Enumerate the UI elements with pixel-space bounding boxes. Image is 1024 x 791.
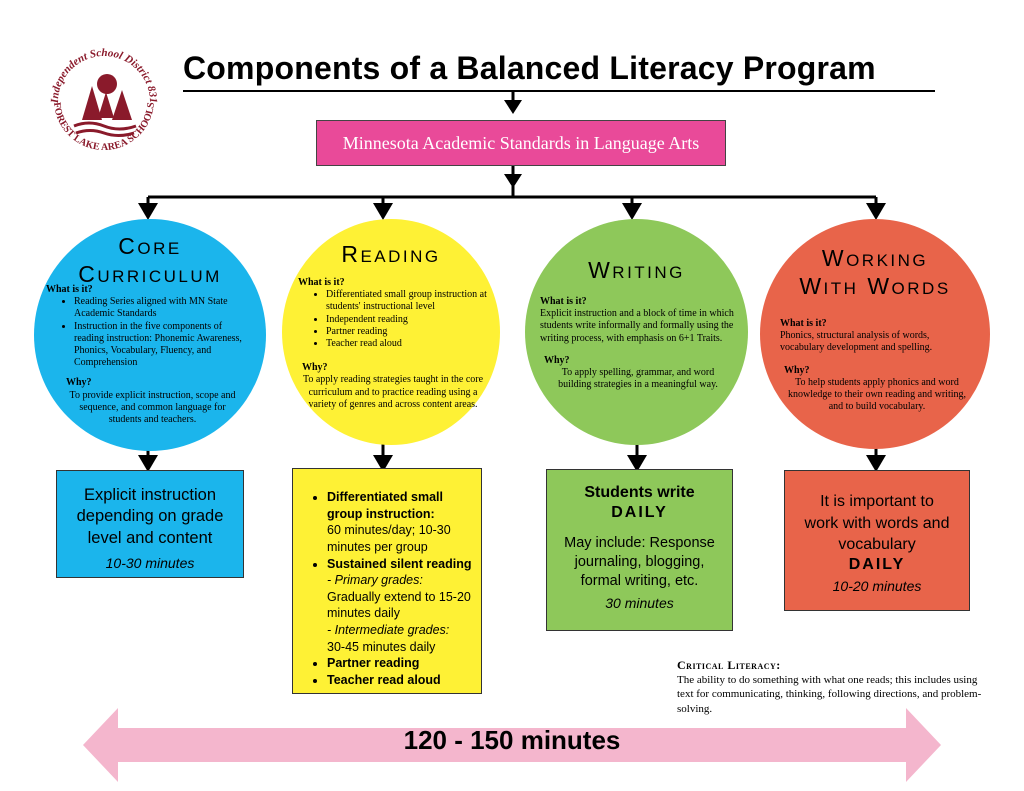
why-label: Why?	[784, 364, 810, 376]
arrow-down-icon	[504, 100, 522, 114]
box-daily: DAILY	[848, 555, 906, 573]
core-curriculum-circle: Core Curriculum What is it? Reading Seri…	[34, 219, 266, 451]
what-label: What is it?	[540, 296, 587, 307]
what-label: What is it?	[46, 284, 93, 295]
arrow-down-icon	[138, 455, 158, 472]
reading-description: What is it? Differentiated small group i…	[298, 277, 488, 411]
title-line: Working	[821, 245, 929, 271]
core-curriculum-description: What is it? Reading Series aligned with …	[46, 284, 251, 426]
core-curriculum-title: Core Curriculum	[34, 233, 266, 288]
title-line: Writing	[588, 257, 685, 283]
what-item: Partner reading	[326, 326, 488, 338]
arrow-down-icon	[373, 203, 393, 220]
box-minutes: 10-20 minutes	[832, 577, 922, 594]
writing-description: What is it? Explicit instruction and a b…	[540, 296, 736, 391]
critical-literacy-text: The ability to do something with what on…	[677, 674, 982, 715]
writing-box: Students write DAILY May include: Respon…	[546, 469, 733, 631]
box-text: Explicit instruction depending on grade …	[76, 486, 224, 547]
arrow-down-icon	[504, 174, 522, 188]
box-item: Partner reading	[327, 655, 481, 672]
page-title: Components of a Balanced Literacy Progra…	[183, 50, 876, 86]
why-label: Why?	[302, 362, 328, 374]
arrow-down-icon	[373, 455, 393, 472]
why-text: To provide explicit instruction, scope a…	[69, 389, 236, 425]
what-item: Instruction in the five components of re…	[74, 321, 251, 370]
working-with-words-description: What is it? Phonics, structural analysis…	[780, 318, 974, 413]
what-text: Explicit instruction and a block of time…	[540, 308, 734, 344]
reading-title: Reading	[282, 241, 500, 269]
working-with-words-box: It is important to work with words and v…	[784, 470, 970, 611]
arrow-down-icon	[866, 455, 886, 472]
box-minutes: 10-30 minutes	[105, 555, 195, 572]
what-text: Phonics, structural analysis of words, v…	[780, 330, 933, 354]
critical-literacy-note: Critical Literacy: The ability to do som…	[677, 658, 987, 716]
total-time-label: 120 - 150 minutes	[403, 725, 621, 755]
box-daily: DAILY	[611, 504, 668, 521]
box-item: Teacher read aloud	[327, 672, 481, 689]
why-label: Why?	[66, 377, 92, 389]
box-text: May include: Response journaling, bloggi…	[564, 535, 715, 589]
title-line: Core	[118, 233, 182, 259]
arrow-down-icon	[627, 455, 647, 472]
title-line: Reading	[341, 241, 441, 267]
why-label: Why?	[544, 354, 570, 366]
arrow-down-icon	[138, 203, 158, 220]
double-arrow-icon	[83, 708, 941, 782]
critical-literacy-title: Critical Literacy:	[677, 658, 781, 672]
what-item: Teacher read aloud	[326, 338, 488, 350]
title-line: Curriculum	[78, 260, 222, 287]
why-text: To help students apply phonics and word …	[787, 376, 966, 413]
arrow-down-icon	[866, 203, 886, 220]
what-label: What is it?	[298, 277, 345, 288]
title-underline	[183, 90, 935, 92]
tree-logo-icon	[73, 74, 137, 137]
working-with-words-title: Working With Words	[760, 245, 990, 300]
working-with-words-circle: Working With Words What is it? Phonics, …	[760, 219, 990, 449]
reading-box: Differentiated small group instruction:6…	[292, 468, 482, 694]
writing-title: Writing	[525, 257, 748, 285]
why-text: To apply spelling, grammar, and word bui…	[558, 366, 718, 391]
what-item: Differentiated small group instruction a…	[326, 289, 488, 313]
what-item: Reading Series aligned with MN State Aca…	[74, 296, 251, 320]
reading-circle: Reading What is it? Differentiated small…	[282, 219, 500, 445]
arrow-down-icon	[622, 203, 642, 220]
box-item: Sustained silent reading - Primary grade…	[327, 556, 481, 656]
box-item: Differentiated small group instruction:6…	[327, 489, 481, 556]
box-head: Students write	[584, 484, 695, 501]
core-curriculum-box: Explicit instruction depending on grade …	[56, 470, 244, 578]
why-text: To apply reading strategies taught in th…	[302, 374, 484, 410]
district-logo: Independent School District 831 FOREST L…	[49, 47, 159, 153]
writing-circle: Writing What is it? Explicit instruction…	[525, 219, 748, 445]
title-line: With Words	[799, 272, 951, 299]
box-text: It is important to work with words and v…	[804, 493, 950, 554]
what-item: Independent reading	[326, 314, 488, 326]
box-minutes: 30 minutes	[605, 594, 674, 611]
what-label: What is it?	[780, 318, 827, 329]
standards-box: Minnesota Academic Standards in Language…	[316, 120, 726, 166]
